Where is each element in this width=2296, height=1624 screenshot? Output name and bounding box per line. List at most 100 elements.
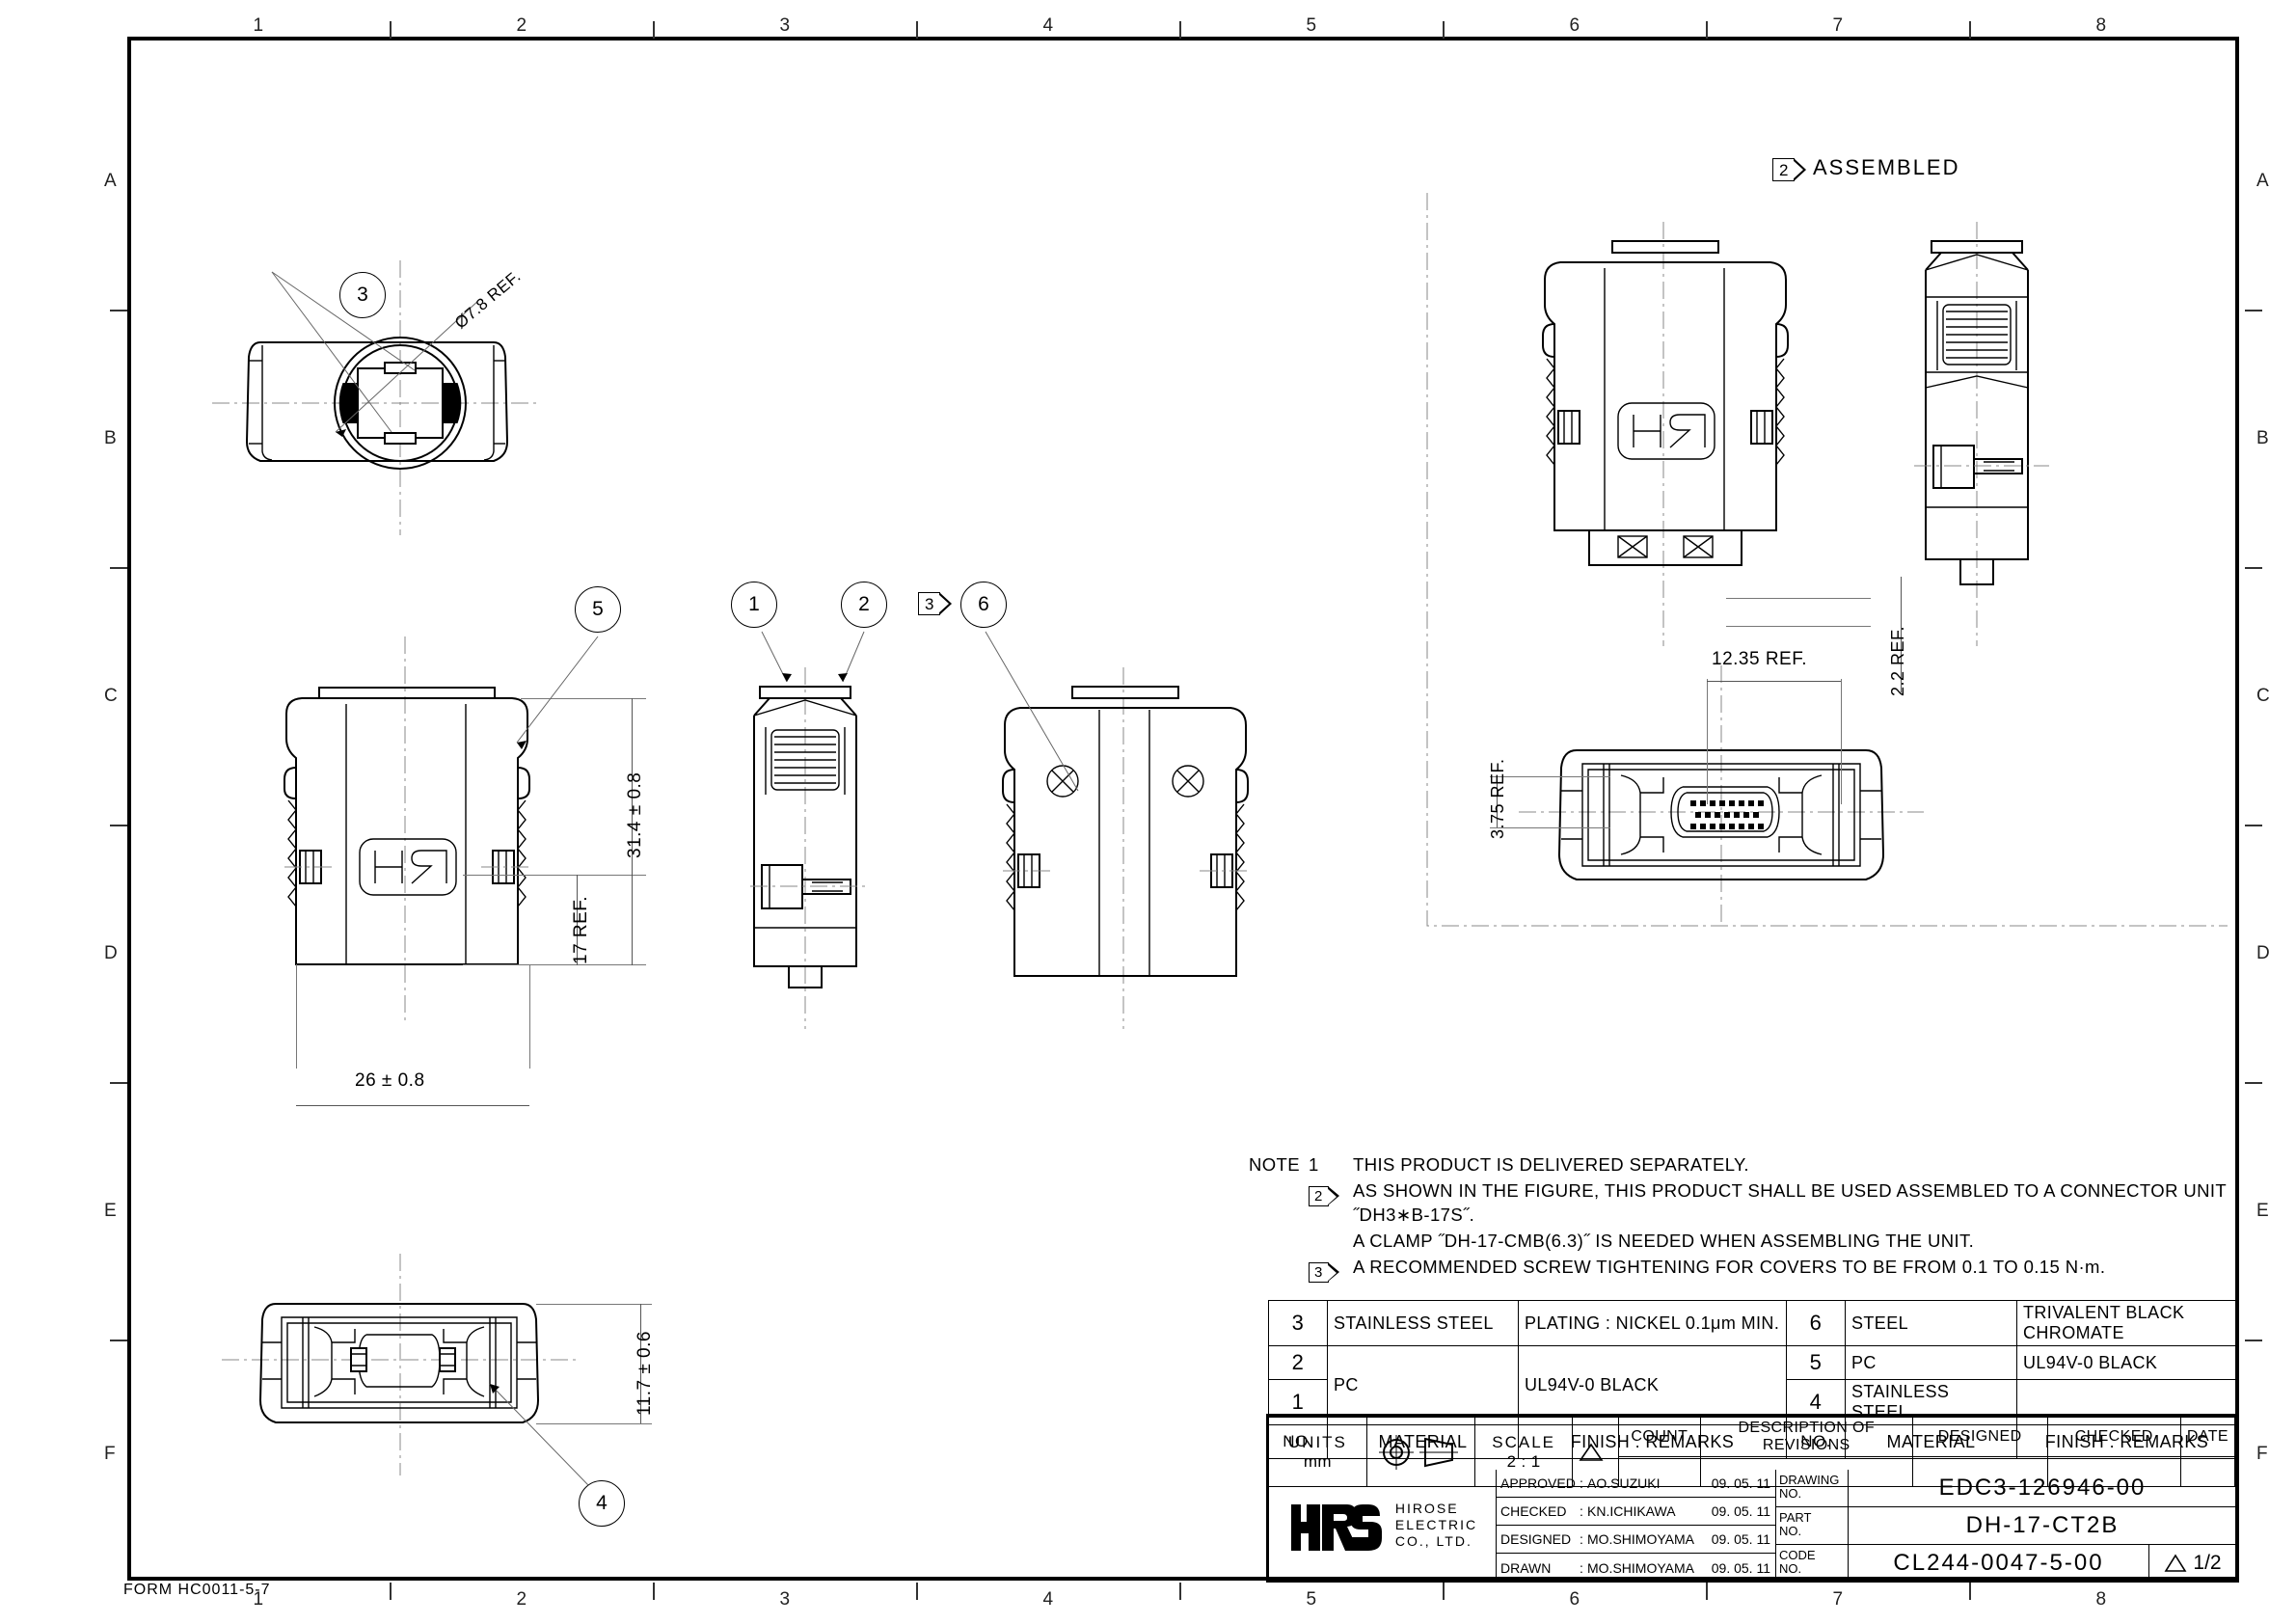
zone-tick-top-5 xyxy=(1443,21,1445,39)
date-value xyxy=(2179,1456,2236,1487)
zone-col-bot-6: 6 xyxy=(1569,1589,1580,1610)
dim-bottom-height: 11.7 ± 0.6 xyxy=(635,1331,655,1416)
zone-col-top-3: 3 xyxy=(779,15,791,36)
code-no-label-l2: NO. xyxy=(1779,1561,1802,1576)
note-flag-2-arrow xyxy=(1326,1186,1339,1206)
note-flag-3-rear-view: 3 xyxy=(918,591,953,616)
ext-line-front-left xyxy=(296,964,297,1069)
sig-name-designed: MO.SHIMOYAMA xyxy=(1587,1531,1694,1547)
material-row-2-5: 2 PC UL94V-0 BLACK 5 PC UL94V-0 BLACK xyxy=(1268,1345,2237,1425)
company-line-2: ELECTRIC xyxy=(1394,1516,1478,1532)
zone-tick-bot-5 xyxy=(1443,1583,1445,1600)
drawing-no-row: DRAWING NO. EDC3-126946-00 xyxy=(1775,1470,2236,1507)
numbers-block: DRAWING NO. EDC3-126946-00 PART NO. DH-1… xyxy=(1775,1470,2236,1582)
zone-row-left-E: E xyxy=(104,1201,118,1221)
notes-heading: NOTE xyxy=(1249,1154,1300,1175)
note-flag-3-label: 3 xyxy=(918,592,941,615)
note-text-1: THIS PRODUCT IS DELIVERED SEPARATELY. xyxy=(1353,1154,1749,1175)
part-no-label-l2: NO. xyxy=(1779,1524,1802,1538)
assembled-group-boundary xyxy=(1426,193,2228,927)
sig-sep-drawn: : xyxy=(1580,1559,1583,1576)
assembled-note-flag: 2 xyxy=(1772,157,1807,182)
ext-line-bottom-top xyxy=(536,1304,652,1305)
balloon-2-side-view: 2 xyxy=(841,582,887,628)
dim-line-2-2 xyxy=(1901,577,1902,692)
note-flag-3-shape: 3 xyxy=(1309,1262,1339,1284)
designed-header: DESIGNED xyxy=(1911,1417,2048,1457)
note-flag-3-label: 3 xyxy=(1309,1262,1329,1283)
ext-line-3-75-top xyxy=(1490,776,1610,777)
sig-role-checked: CHECKED xyxy=(1500,1503,1567,1519)
rev-header-row: UNITS mm SCALE 2 : 1 xyxy=(1268,1417,2236,1487)
zone-col-bot-8: 8 xyxy=(2095,1589,2107,1610)
zone-row-right-D: D xyxy=(2256,943,2271,963)
mat-finish-2-1: UL94V-0 BLACK xyxy=(1518,1345,1787,1425)
zone-row-right-C: C xyxy=(2256,686,2271,706)
zone-col-top-8: 8 xyxy=(2095,15,2107,36)
part-no-value: DH-17-CT2B xyxy=(1965,1512,2120,1538)
drawing-no-label: DRAWING NO. xyxy=(1775,1470,1849,1506)
leader-balloon-1-2 xyxy=(761,631,865,683)
zone-tick-top-6 xyxy=(1706,21,1708,39)
ext-line-front-mid xyxy=(463,875,646,876)
zone-tick-bot-7 xyxy=(1969,1583,1971,1600)
zone-row-left-C: C xyxy=(104,686,119,706)
zone-col-bot-7: 7 xyxy=(1832,1589,1844,1610)
zone-col-top-6: 6 xyxy=(1569,15,1580,36)
scale-cell: SCALE 2 : 1 xyxy=(1474,1417,1573,1487)
dim-line-3-75 xyxy=(1497,776,1498,827)
zone-col-top-7: 7 xyxy=(1832,15,1844,36)
leader-balloon-6 xyxy=(985,631,1079,792)
balloon-1-side-view: 1 xyxy=(731,582,777,628)
zone-row-right-E: E xyxy=(2256,1201,2270,1221)
sig-name-drawn: MO.SHIMOYAMA xyxy=(1587,1559,1694,1576)
drawing-frame-border xyxy=(127,37,2239,1581)
ext-line-front-right xyxy=(529,964,530,1069)
first-angle-projection-icon xyxy=(1378,1434,1458,1470)
code-no-label: CODE NO. xyxy=(1775,1545,1849,1582)
zone-tick-bot-6 xyxy=(1706,1583,1708,1600)
revisions-header: DESCRIPTION OF REVISIONS xyxy=(1699,1417,1913,1457)
zone-col-bot-1: 1 xyxy=(253,1589,264,1610)
ext-line-front-top xyxy=(521,698,646,699)
zone-row-left-A: A xyxy=(104,171,118,191)
units-label: UNITS xyxy=(1287,1432,1347,1451)
sig-role-designed: DESIGNED xyxy=(1500,1531,1572,1547)
zone-col-top-1: 1 xyxy=(253,15,264,36)
note-flag-2-shape: 2 xyxy=(1309,1186,1339,1207)
part-no-label: PART NO. xyxy=(1775,1507,1849,1544)
ext-line-2-2-top xyxy=(1726,598,1871,599)
dim-assembled-height: 3.75 REF. xyxy=(1488,758,1507,839)
zone-row-left-D: D xyxy=(104,943,119,963)
drawing-no-value: EDC3-126946-00 xyxy=(1938,1475,2147,1501)
units-cell: UNITS mm xyxy=(1268,1417,1367,1487)
revision-triangle-icon xyxy=(1579,1443,1604,1461)
zone-tick-top-2 xyxy=(653,21,655,39)
part-no-label-l1: PART xyxy=(1779,1510,1812,1525)
mat-material-6: STEEL xyxy=(1845,1300,2017,1346)
view-bottom-plan xyxy=(222,1254,579,1475)
view-assembled-mating-face xyxy=(1519,665,1924,926)
mat-finish-5: UL94V-0 BLACK xyxy=(2016,1345,2237,1380)
page-number: 1/2 xyxy=(2193,1552,2221,1575)
note-flag-2: 2 xyxy=(1309,1178,1353,1207)
leader-balloon-5 xyxy=(516,636,599,749)
date-header: DATE xyxy=(2179,1417,2236,1457)
zone-col-top-4: 4 xyxy=(1042,15,1054,36)
page-slash: / xyxy=(2204,1552,2210,1574)
sig-sep-checked: : xyxy=(1580,1503,1583,1519)
signature-row-designed: DESIGNED : MO.SHIMOYAMA 09. 05. 11 xyxy=(1496,1526,1775,1554)
zone-tick-left-D xyxy=(110,1082,127,1084)
balloon-6-rear-view: 6 xyxy=(960,582,1007,628)
zone-tick-bot-1 xyxy=(390,1583,392,1600)
company-line-1: HIROSE xyxy=(1394,1500,1459,1516)
sig-role-drawn: DRAWN xyxy=(1500,1559,1552,1576)
code-no-label-l1: CODE xyxy=(1779,1548,1816,1562)
revisions-value xyxy=(1699,1456,1913,1487)
dim-line-31-4 xyxy=(632,698,633,965)
mat-no-5: 5 xyxy=(1786,1345,1846,1380)
signature-block: APPROVED : AO.SUZUKI 09. 05. 11 CHECKED … xyxy=(1496,1470,1776,1580)
dim-height-total: 31.4 ± 0.8 xyxy=(625,771,645,858)
sig-sep-designed: : xyxy=(1580,1531,1583,1547)
